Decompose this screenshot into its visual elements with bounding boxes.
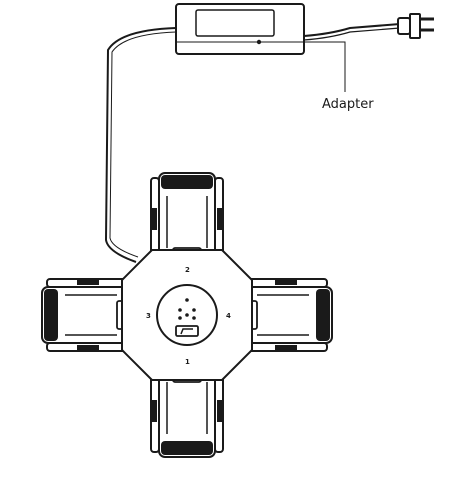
slot-mark-top: 2 [185, 266, 190, 274]
adapter-label: Adapter [322, 97, 374, 112]
power-plug [303, 13, 434, 41]
slot-mark-right: 4 [226, 312, 231, 320]
adapter-callout: Adapter [259, 41, 374, 112]
slot-mark-left: 3 [146, 312, 151, 320]
charging-hub: 2 4 1 3 [121, 249, 253, 381]
dc-cable [104, 27, 177, 263]
slot-mark-bottom: 1 [185, 358, 190, 366]
adapter [175, 3, 305, 55]
